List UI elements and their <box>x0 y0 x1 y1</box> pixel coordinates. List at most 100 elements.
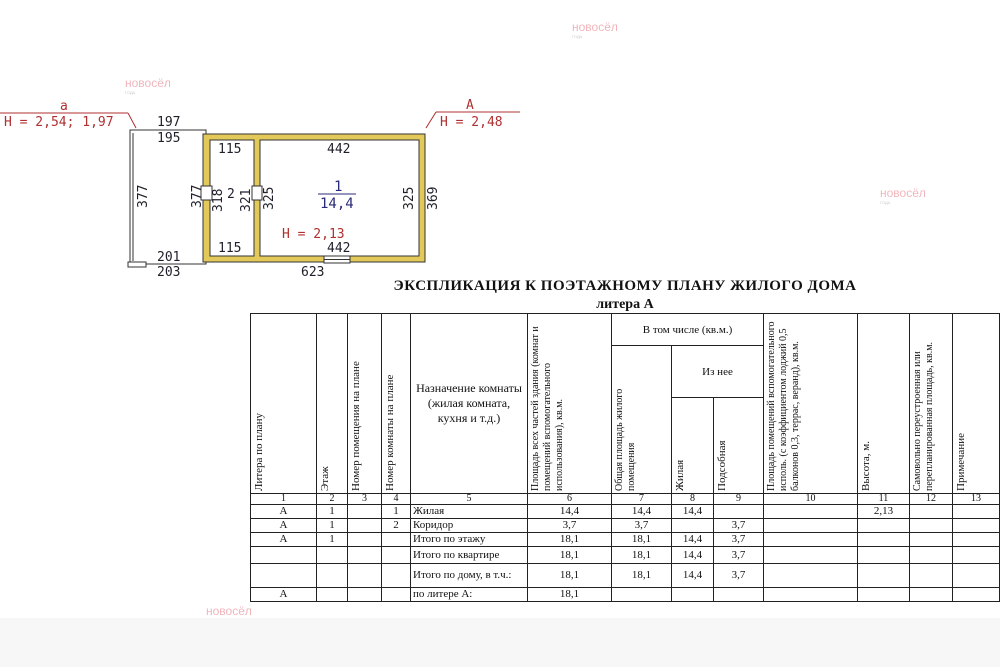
table-cell <box>952 504 1000 519</box>
column-number: 3 <box>347 493 382 505</box>
header-cell: Площадь помещений вспомогательного испол… <box>763 313 858 494</box>
table-cell: А <box>250 518 317 533</box>
table-cell <box>763 546 858 564</box>
table-cell: Итого по квартире <box>410 546 528 564</box>
table-cell <box>909 546 953 564</box>
table-cell <box>671 587 714 602</box>
table-cell <box>763 587 858 602</box>
dim-corridor-top: 115 <box>218 142 241 157</box>
table-cell <box>909 532 953 547</box>
column-number: 2 <box>316 493 348 505</box>
table-cell: по литере А: <box>410 587 528 602</box>
table-cell <box>763 504 858 519</box>
table-cell: А <box>250 587 317 602</box>
table-cell: 3,7 <box>713 518 764 533</box>
dim-corridor-bottom: 115 <box>218 241 241 256</box>
table-cell: 3,7 <box>713 546 764 564</box>
table-cell: Жилая <box>410 504 528 519</box>
column-number: 11 <box>857 493 910 505</box>
header-cell: Литера по плану <box>250 313 317 494</box>
room-number: 1 <box>334 179 342 195</box>
header-cell: Жилая <box>671 397 714 494</box>
column-number: 10 <box>763 493 858 505</box>
explication-subtitle: литера А <box>596 297 654 312</box>
table-cell <box>316 546 348 564</box>
table-cell <box>316 587 348 602</box>
table-cell: 14,4 <box>671 504 714 519</box>
table-cell: 1 <box>316 518 348 533</box>
dim-room-left: 325 <box>262 187 277 210</box>
header-cell: Высота, м. <box>857 313 910 494</box>
dim-right-outer: 369 <box>426 187 441 210</box>
column-number: 7 <box>611 493 672 505</box>
header-row: Общая площадь жилого помещения Из нее <box>251 345 1000 494</box>
table-cell: 14,4 <box>611 504 672 519</box>
leader-line-A <box>425 111 437 129</box>
table-cell <box>381 532 411 547</box>
table-cell: Коридор <box>410 518 528 533</box>
dim-bottom-left-inner: 201 <box>157 250 180 265</box>
dim-left-inner: 377 <box>190 185 205 208</box>
header-row: Жилая Подсобная <box>251 397 1000 494</box>
label-A: А <box>466 98 474 113</box>
table-cell: 18,1 <box>527 546 612 564</box>
dim-left-outer: 377 <box>136 185 151 208</box>
table-cell: А <box>250 532 317 547</box>
dim-room-top: 442 <box>327 142 350 157</box>
table-cell <box>611 587 672 602</box>
table-cell: Итого по дому, в т.ч.: <box>410 563 528 588</box>
door-opening <box>251 185 263 201</box>
table-cell <box>952 518 1000 533</box>
dim-room-right: 325 <box>402 187 417 210</box>
table-cell <box>857 532 910 547</box>
table-cell <box>857 563 910 588</box>
dim-top-outer: 197 <box>157 115 180 130</box>
table-cell <box>952 587 1000 602</box>
column-number: 4 <box>381 493 411 505</box>
table-cell <box>381 587 411 602</box>
header-cell: Подсобная <box>713 397 764 494</box>
table-cell: 18,1 <box>611 546 672 564</box>
table-cell <box>713 504 764 519</box>
floor-plan: а H = 2,54; 1,97 А H = 2,48 197 195 377 … <box>0 98 520 280</box>
dim-corridor-h1: 318 <box>211 189 226 212</box>
room-height: H = 2,13 <box>282 227 345 242</box>
window <box>127 261 147 268</box>
table-cell: А <box>250 504 317 519</box>
table-cell <box>713 587 764 602</box>
table-cell: Итого по этажу <box>410 532 528 547</box>
header-group-cell: В том числе (кв.м.) <box>611 313 764 346</box>
dim-corridor-h2: 321 <box>239 189 254 212</box>
column-number: 5 <box>410 493 528 505</box>
height-A: H = 2,48 <box>440 115 503 130</box>
table-cell <box>347 504 382 519</box>
dim-room-bottom: 442 <box>327 241 350 256</box>
label-a: а <box>60 99 68 114</box>
bottom-margin <box>0 618 1000 667</box>
column-number: 9 <box>713 493 764 505</box>
table-cell: 3,7 <box>611 518 672 533</box>
table-cell <box>763 532 858 547</box>
table-cell <box>381 563 411 588</box>
dim-bottom-total: 623 <box>301 265 324 280</box>
table-cell <box>857 518 910 533</box>
table-cell: 14,4 <box>527 504 612 519</box>
table-cell: 2 <box>381 518 411 533</box>
table-cell: 14,4 <box>671 532 714 547</box>
table-cell: 14,4 <box>671 563 714 588</box>
header-cell: Самовольно переустроенная или перепланир… <box>909 313 953 494</box>
table-cell <box>952 563 1000 588</box>
explication-title: ЭКСПЛИКАЦИЯ К ПОЭТАЖНОМУ ПЛАНУ ЖИЛОГО ДО… <box>393 278 857 294</box>
living-room <box>259 139 420 257</box>
table-cell <box>763 518 858 533</box>
door-opening <box>200 185 213 201</box>
